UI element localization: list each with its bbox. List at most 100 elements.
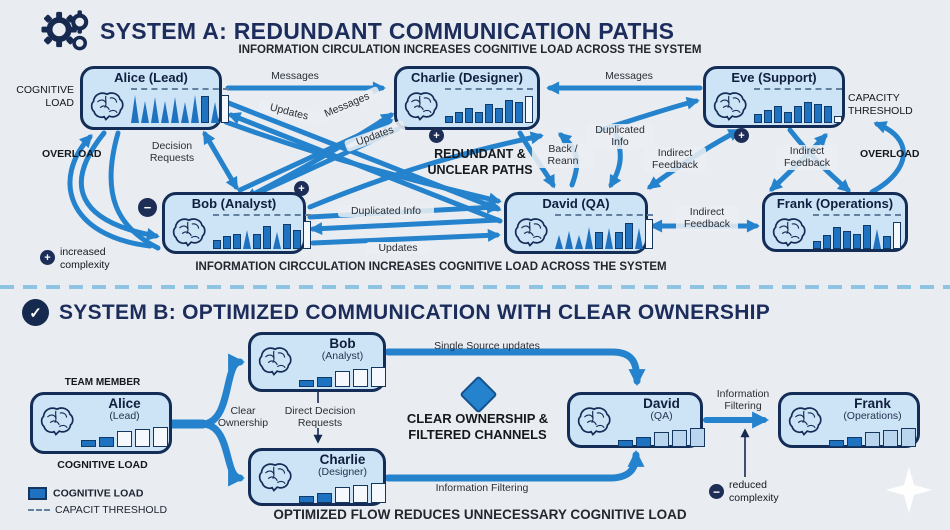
edge-label-information-filtering-1: Information Filtering [435,482,529,494]
node-bob-a: Bob (Analyst) [162,192,311,254]
node-david-b-name: David [643,396,680,411]
load-bar [353,484,368,503]
gears-icon [41,10,89,51]
load-bar [317,492,332,503]
load-bar [243,229,251,249]
edge-label-duplicated-info-2: Duplicated Info [586,124,654,149]
load-bar [654,431,669,447]
load-bar [873,228,881,249]
load-bar [171,96,179,123]
load-bar [505,99,513,123]
edge-label-clear-ownership: Clear Ownership [217,405,269,430]
capacity-line [131,87,229,90]
edge-label-decision-requests: Decision Requests [149,140,195,165]
load-bar [794,105,802,123]
node-bob-a-name: Bob (Analyst) [191,196,277,211]
load-bar [153,426,168,447]
clear-ownership-channels-callout: CLEAR OWNERSHIP & FILTERED CHANNELS [406,411,549,443]
edge-label-indirect-feedback-1: Indirect Feedback [644,147,706,172]
load-bar [161,100,169,123]
system-a-header: SYSTEM A: REDUNDANT COMMUNICATION PATHS [40,10,674,52]
node-frank-b-role: (Operations) [843,410,902,423]
load-bar [883,429,898,447]
node-frank-a-name: Frank (Operations) [776,196,894,211]
load-bar [690,427,705,447]
load-bar [625,222,633,249]
load-bar [565,230,573,249]
load-bar [201,95,209,123]
cognitive-load-chart [79,423,170,447]
load-bar [303,220,311,249]
edge-label-updates-2: Updates [343,119,407,153]
load-bar [636,436,651,447]
load-bar [263,225,271,249]
edge-label-duplicated-info-1: Duplicated Info [338,205,434,218]
cognitive-load-chart [297,363,388,387]
node-eve-a: Eve (Support) [703,66,845,128]
increased-complexity-label: increased complexity [60,246,110,272]
load-bar [865,431,880,447]
load-bar [117,430,132,447]
overload-right-label: OVERLOAD [860,148,920,160]
legend: COGNITIVE LOAD CAPACIT THRESHOLD [28,487,167,520]
load-bar [81,439,96,447]
load-bar [901,427,916,447]
brain-icon [513,216,549,248]
load-bar [131,94,139,123]
load-bar [853,233,861,249]
load-bar [813,240,821,249]
load-bar [829,439,844,447]
load-bar [135,428,150,447]
capacity-line [813,213,901,216]
node-bob-b: Bob (Analyst) [248,332,386,392]
load-bar [475,111,483,123]
reduced-complexity-label: reduced complexity [729,479,779,505]
load-bar [618,439,633,447]
load-bar [283,223,291,249]
cognitive-load-label-b: COGNITIVE LOAD [57,459,148,471]
cognitive-load-chart [211,217,313,249]
load-bar [555,234,563,249]
node-frank-b-name: Frank [854,396,891,411]
node-david-a-name: David (QA) [542,196,610,211]
load-bar [575,234,583,249]
node-david-a: David (QA) [504,192,653,254]
load-bar [814,103,822,123]
load-bar [151,96,159,123]
edge-label-updates-3: Updates [366,242,430,255]
brain-icon [89,90,125,122]
section-divider [0,285,950,289]
cognitive-load-chart [553,217,655,249]
load-bar [317,376,332,387]
capacity-line [445,87,533,90]
brain-icon [403,90,439,122]
brain-icon [257,345,293,377]
cognitive-load-chart [752,91,844,123]
node-bob-b-name: Bob [329,336,356,351]
cognitive-load-chart [616,423,707,447]
brain-icon [576,405,612,437]
node-charlie-b-role: (Designer) [317,466,367,479]
node-frank-b: Frank (Operations) [778,392,920,448]
node-bob-b-role: (Analyst) [321,350,364,363]
load-bar [445,115,453,123]
load-bar [893,221,901,249]
load-bar [465,107,473,123]
load-bar [883,235,891,249]
brain-icon [771,216,807,248]
node-alice-b: Alice (Lead) [30,392,172,454]
load-bar [595,231,603,249]
load-bar [223,235,231,249]
brain-icon [39,405,75,437]
load-bar [834,115,842,123]
load-bar [253,233,261,249]
load-bar [847,436,862,447]
cognitive-load-chart [811,217,903,249]
load-bar [99,436,114,447]
brain-icon [171,216,207,248]
load-bar [764,109,772,123]
minus-icon-legend: − [709,484,724,499]
load-bar [485,103,493,123]
load-bar [233,233,241,249]
